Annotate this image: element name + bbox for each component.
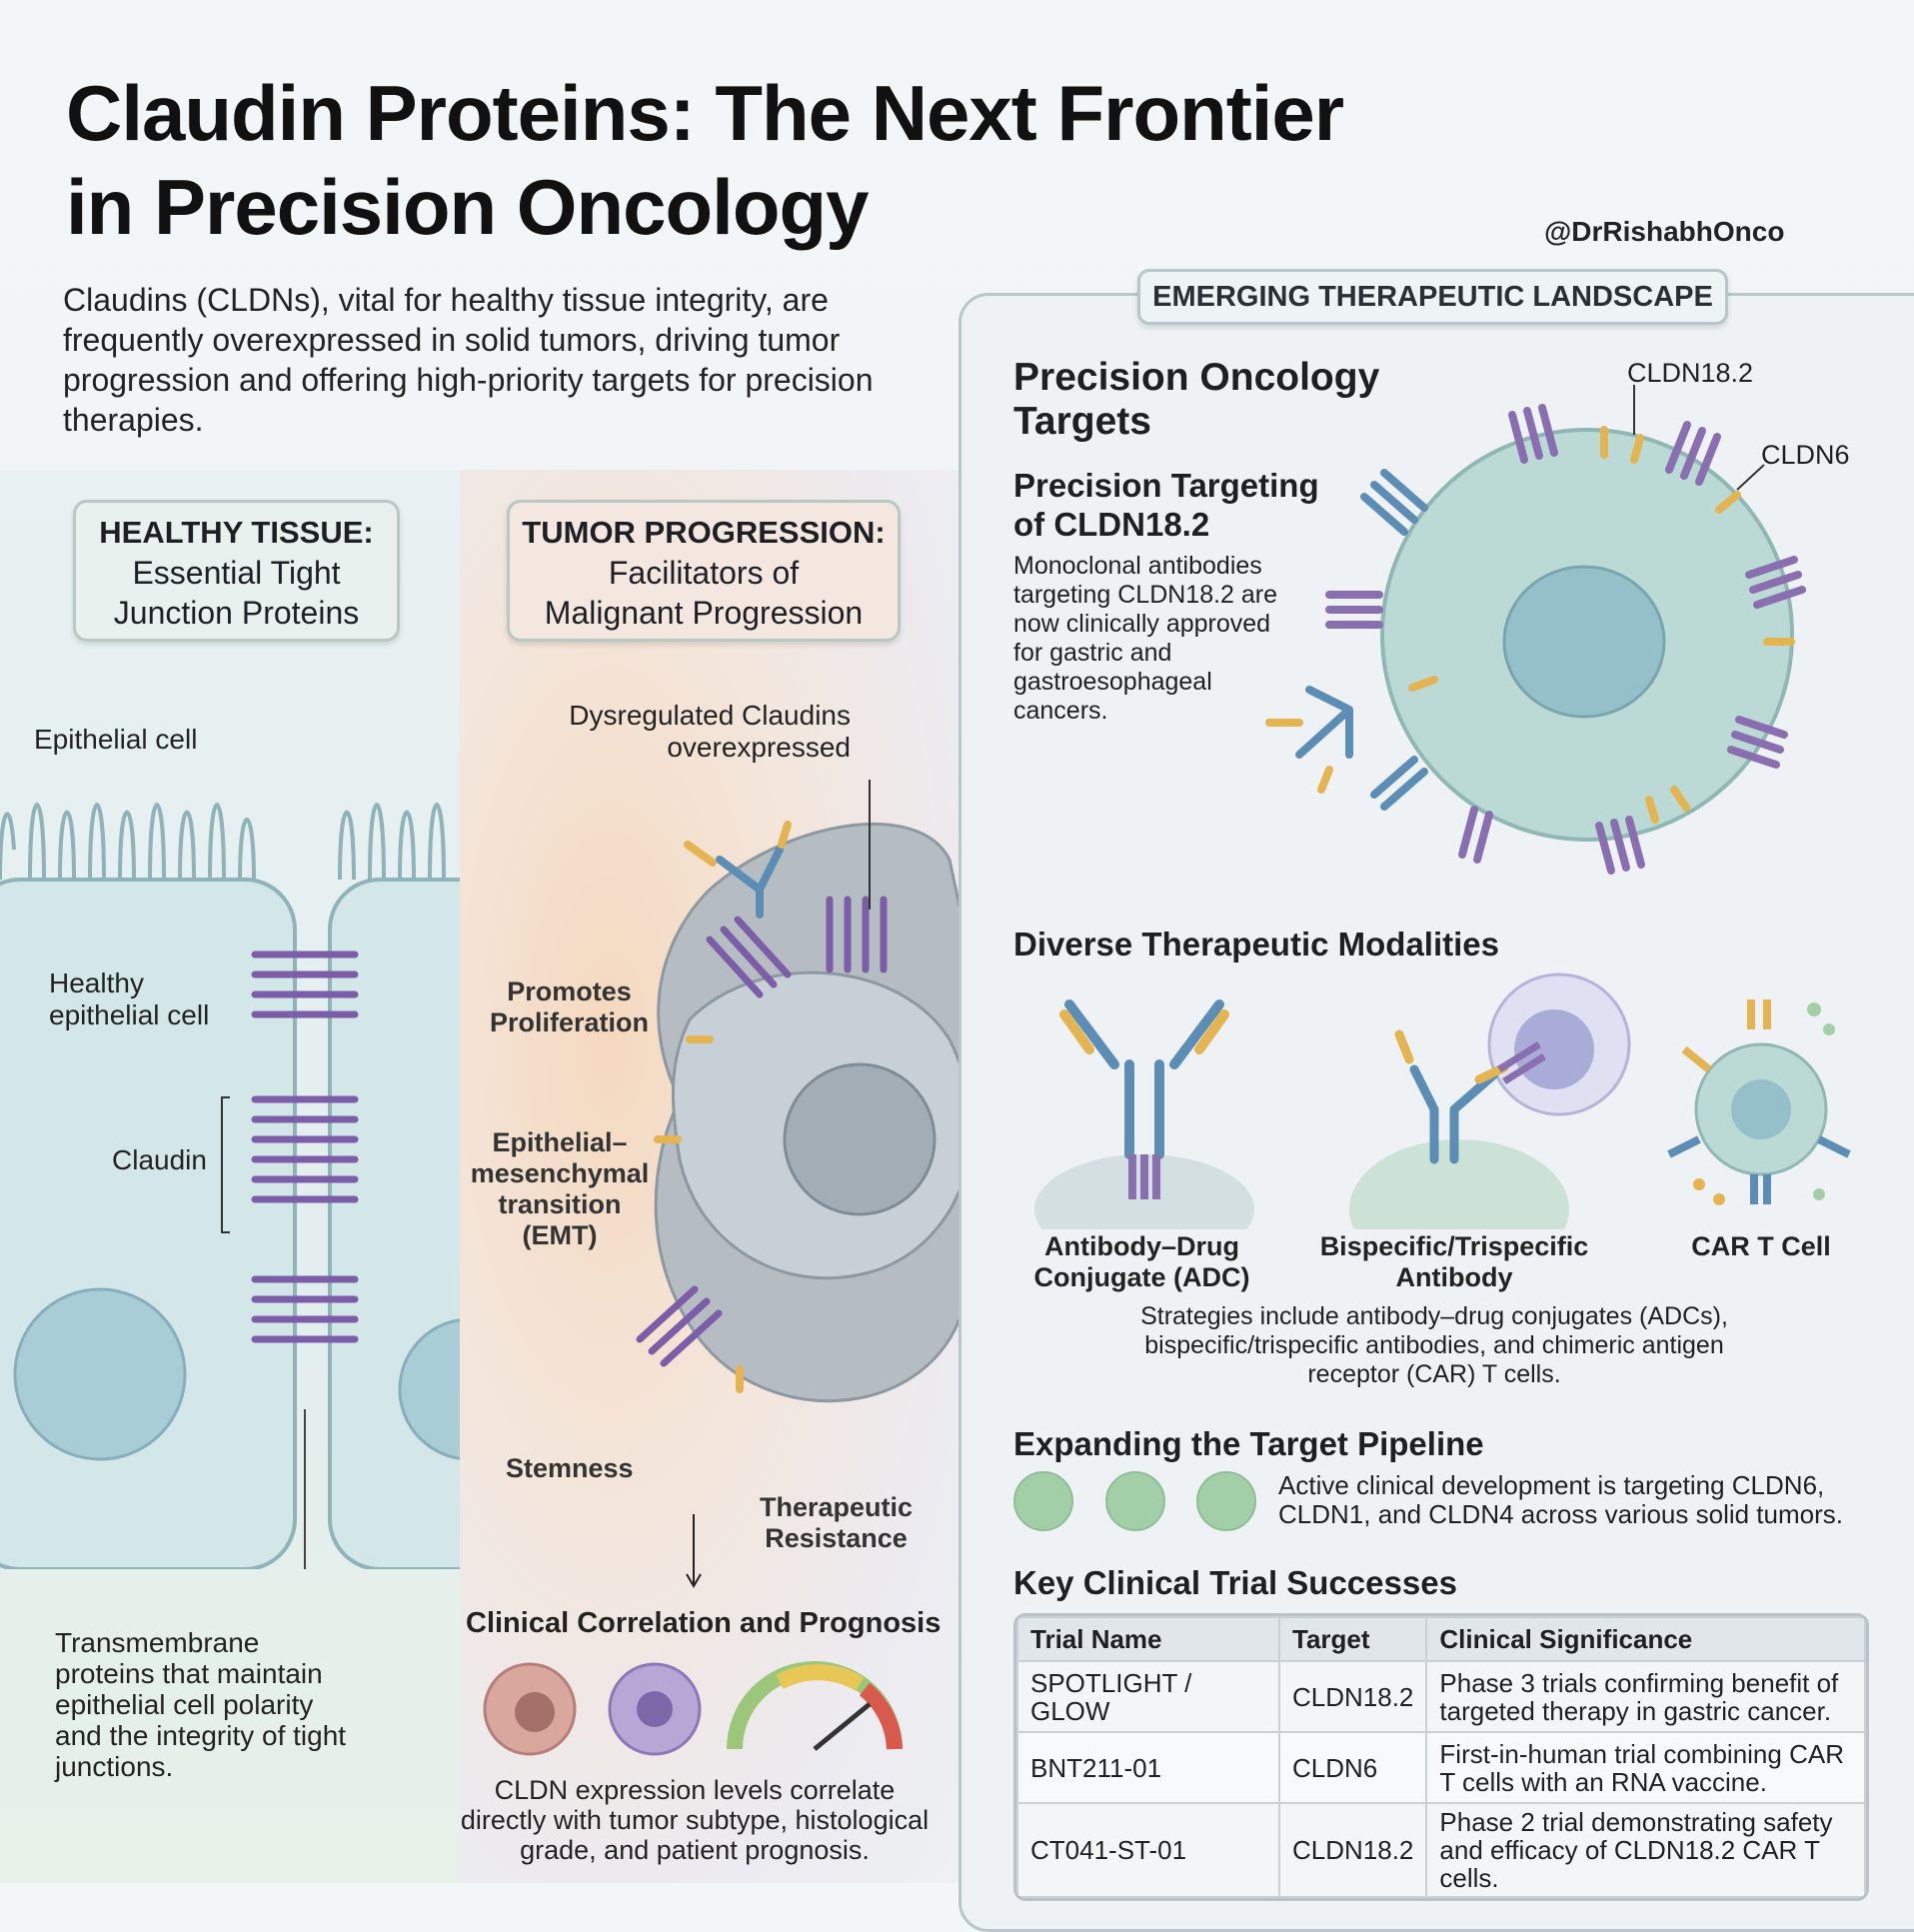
tumor-cell-illustration [636, 780, 1011, 1403]
emt-label-2: mesenchymal [470, 1158, 650, 1188]
modality-car-t-1: CAR T Cell [1691, 1231, 1831, 1261]
tumor-progression-box: TUMOR PROGRESSION: Facilitators of Malig… [507, 500, 901, 642]
target-cell-illustration [1265, 385, 1806, 875]
prognosis-icons [483, 1661, 903, 1756]
modality-bispecific-1: Bispecific/Trispecific [1319, 1231, 1589, 1261]
dysregulated-label-2: overexpressed [667, 732, 851, 763]
emerging-landscape-label: EMERGING THERAPEUTIC LANDSCAPE [1137, 269, 1728, 325]
clinical-correlation-text: CLDN expression levels correlate directl… [460, 1775, 930, 1865]
trial-significance: Phase 3 trials confirming benefit of tar… [1425, 1660, 1866, 1733]
pipeline-title: Expanding the Target Pipeline [1013, 1425, 1484, 1462]
tumor-box-sub: Facilitators of [608, 555, 800, 591]
cldn182-text: Monoclonal antibodies targeting CLDN18.2… [1013, 552, 1278, 725]
emt-label-1: Epithelial– [492, 1127, 628, 1157]
col-significance: Clinical Significance [1425, 1616, 1866, 1662]
pipeline-text: Active clinical development is targeting… [1278, 1470, 1843, 1529]
emt-label-3: transition [498, 1189, 622, 1219]
title-line-1: Claudin Proteins: The Next Frontier [66, 69, 1344, 157]
arrow-down-icon [686, 1514, 702, 1588]
targets-title-1: Precision Oncology [1013, 356, 1380, 399]
trial-target: CLDN18.2 [1277, 1802, 1428, 1898]
col-target: Target [1277, 1616, 1428, 1662]
healthy-cell-label-1: Healthy [49, 967, 144, 998]
clinical-correlation-title: Clinical Correlation and Prognosis [466, 1607, 942, 1639]
tumor-cell-icon [483, 1662, 577, 1756]
title-line-2: in Precision Oncology [66, 163, 870, 251]
emt-label-4: (EMT) [522, 1220, 598, 1250]
pipeline-circle [1105, 1471, 1165, 1531]
cldn182-title-2: of CLDN18.2 [1013, 506, 1210, 543]
trial-name: BNT211-01 [1016, 1731, 1280, 1804]
author-handle: @DrRishabhOnco [1544, 216, 1785, 247]
stemness-label: Stemness [506, 1453, 634, 1483]
bispecific-icon [1349, 972, 1631, 1229]
resistance-label-1: Therapeutic [760, 1492, 914, 1522]
resistance-label-2: Resistance [765, 1523, 908, 1553]
proliferation-label-2: Proliferation [490, 1007, 650, 1037]
trial-significance: First-in-human trial combining CAR T cel… [1425, 1731, 1866, 1804]
intro-text: Claudins (CLDNs), vital for healthy tiss… [63, 282, 874, 438]
modality-adc-1: Antibody–Drug [1044, 1231, 1239, 1261]
modalities-text: Strategies include antibody–drug conjuga… [1140, 1302, 1728, 1388]
trial-target: CLDN18.2 [1277, 1660, 1428, 1733]
modality-adc-2: Conjugate (ADC) [1033, 1262, 1250, 1292]
modalities-illustration [1034, 972, 1851, 1229]
trial-significance: Phase 2 trial demonstrating safety and e… [1425, 1802, 1866, 1898]
healthy-caption: Transmembrane proteins that maintain epi… [55, 1627, 347, 1782]
healthy-cell-label-2: epithelial cell [49, 999, 210, 1030]
modality-car-t: CAR T Cell [1661, 1231, 1861, 1262]
pipeline-circle [1013, 1471, 1073, 1531]
tumor-box-sub: Malignant Progression [544, 595, 864, 631]
trial-name: SPOTLIGHT / GLOW [1016, 1660, 1280, 1733]
proliferation-label-1: Promotes [507, 976, 632, 1006]
cldn6-callout: CLDN6 [1761, 440, 1850, 470]
tumor-box-title: TUMOR PROGRESSION: [522, 515, 886, 550]
cluster-cell-icon [608, 1662, 702, 1756]
modalities-title: Diverse Therapeutic Modalities [1013, 926, 1499, 963]
trials-title: Key Clinical Trial Successes [1013, 1564, 1457, 1601]
claudin-label: Claudin [112, 1144, 207, 1175]
col-trial-name: Trial Name [1016, 1616, 1280, 1662]
healthy-box-title: HEALTHY TISSUE: [99, 515, 374, 550]
car-t-cell-icon [1667, 999, 1851, 1205]
trial-target: CLDN6 [1277, 1731, 1428, 1804]
healthy-box-sub: Essential Tight [132, 555, 341, 591]
cldn182-title-1: Precision Targeting [1013, 467, 1319, 504]
dysregulated-label-1: Dysregulated Claudins [569, 700, 851, 731]
modality-bispecific-2: Antibody [1395, 1262, 1513, 1292]
epithelial-cells-illustration [0, 803, 460, 1569]
adc-icon [1034, 999, 1254, 1229]
healthy-box-sub: Junction Proteins [113, 595, 360, 631]
gauge-icon [727, 1661, 903, 1751]
healthy-tissue-box: HEALTHY TISSUE: Essential Tight Junction… [73, 500, 400, 642]
trial-name: CT041-ST-01 [1016, 1802, 1280, 1898]
pipeline-circle [1196, 1471, 1256, 1531]
targets-title-2: Targets [1013, 400, 1151, 443]
cldn182-callout: CLDN18.2 [1627, 358, 1754, 388]
epithelial-cell-label: Epithelial cell [34, 724, 198, 755]
